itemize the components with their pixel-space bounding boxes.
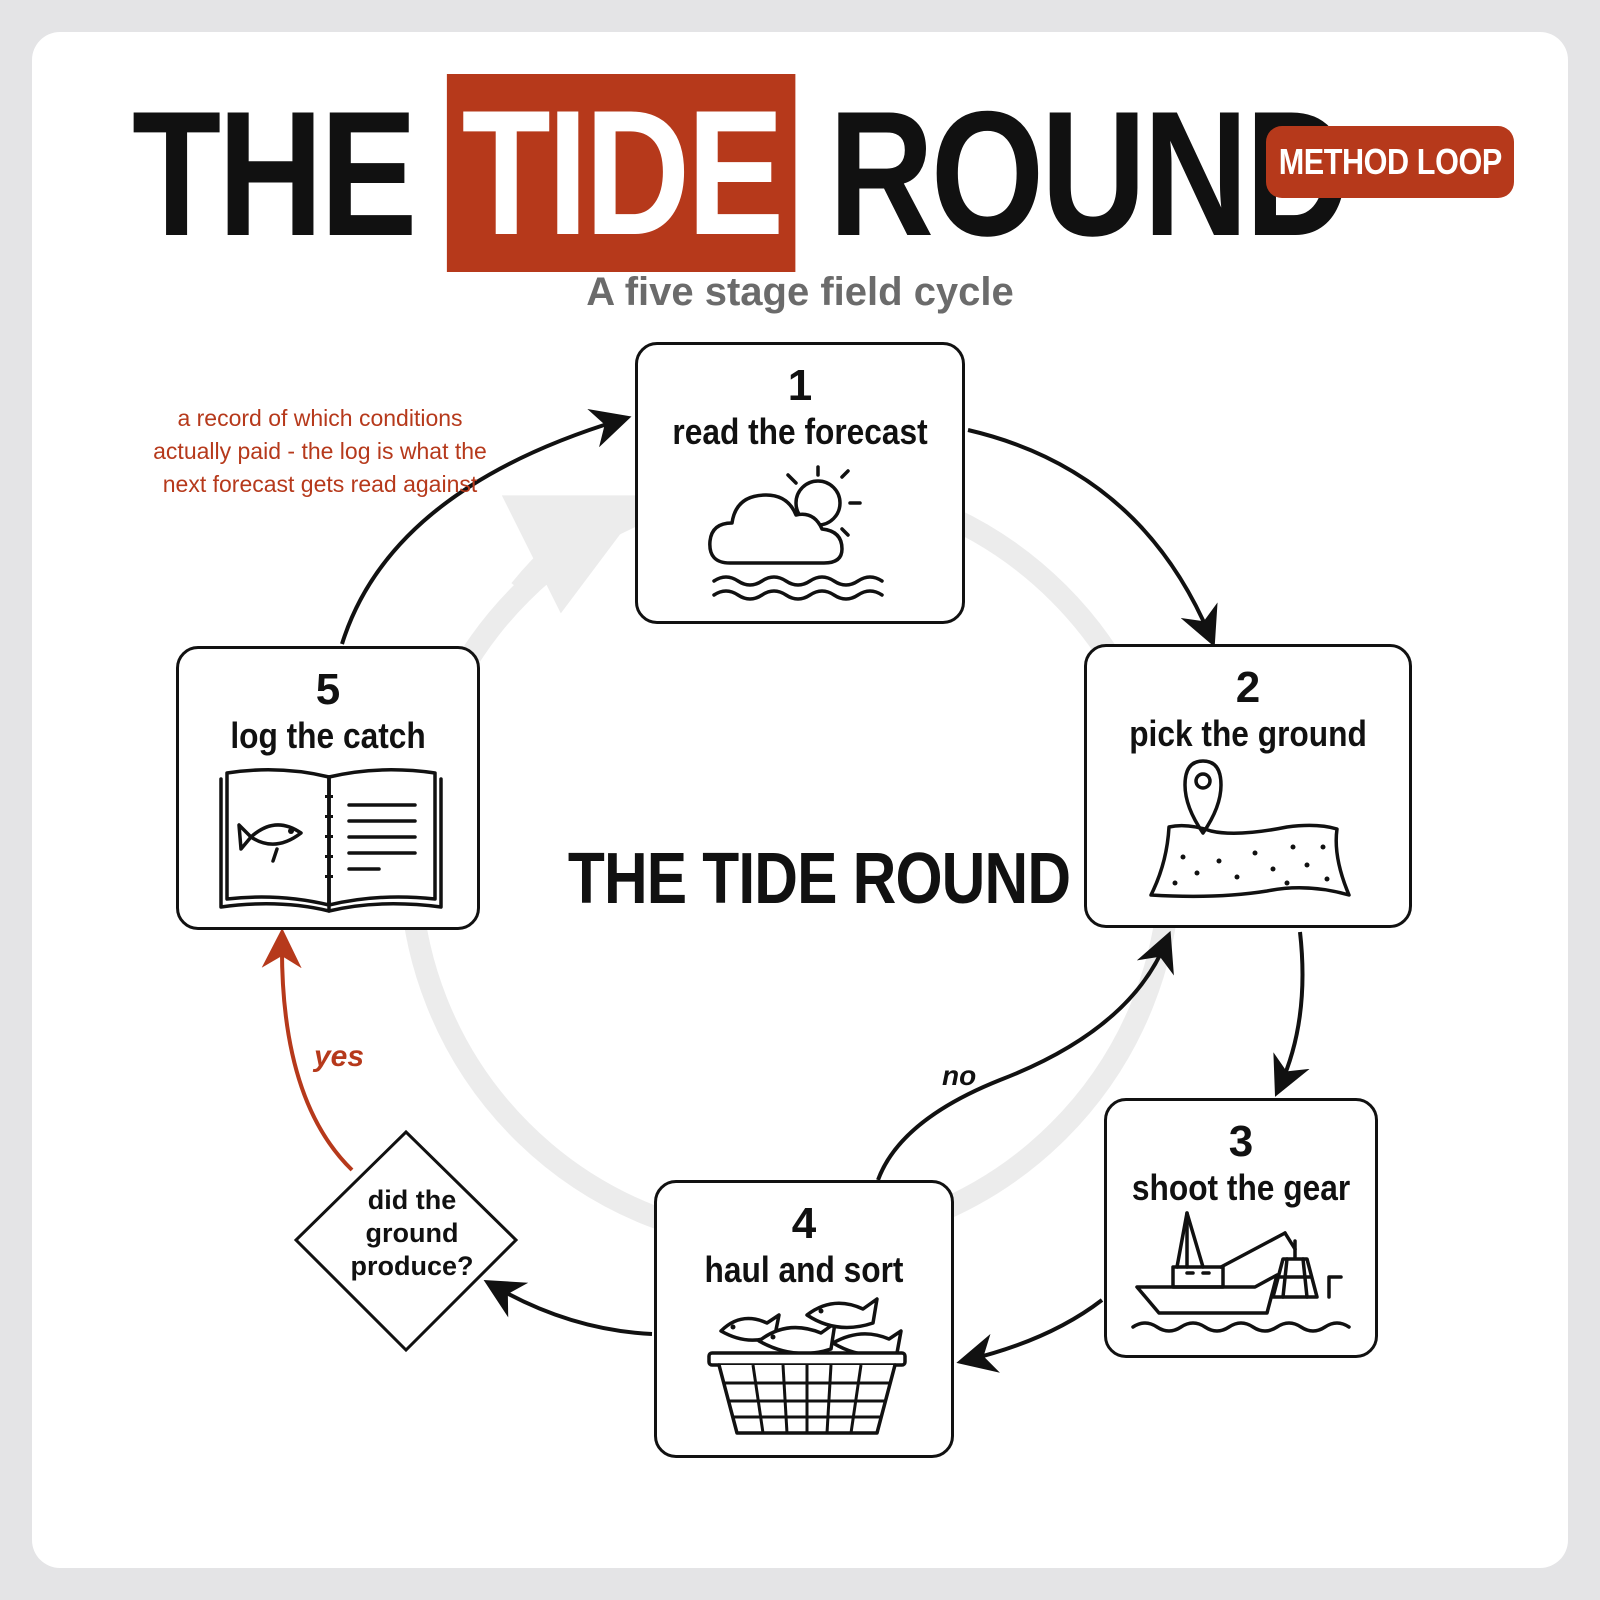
logbook-icon xyxy=(219,768,443,913)
stage-label: shoot the gear xyxy=(1131,1167,1351,1208)
title-word-tide: TIDE xyxy=(446,74,796,272)
stage-number: 1 xyxy=(787,361,813,410)
arrow-1-to-2 xyxy=(967,428,1218,648)
decision-question: did the ground produce? xyxy=(350,1185,474,1281)
stage-5-card: 5 log the catch xyxy=(176,646,480,930)
branch-label-no: no xyxy=(942,1060,977,1091)
stage-3-card: 3 shoot the gear xyxy=(1104,1098,1378,1358)
arrow-3-to-4 xyxy=(956,1298,1104,1373)
stage-number: 2 xyxy=(1235,663,1261,712)
branch-label-yes: yes xyxy=(314,1040,365,1073)
stage-2-card: 2 pick the ground xyxy=(1084,644,1412,928)
stage-label: pick the ground xyxy=(1129,713,1367,754)
fish-basket-icon xyxy=(707,1297,907,1435)
page-subtitle: A five stage field cycle xyxy=(586,270,1014,314)
log-note: a record of which conditions actually pa… xyxy=(153,405,487,497)
page-title: THE TIDE ROUND xyxy=(132,74,1351,273)
title-word-the: THE xyxy=(132,73,417,273)
stage-label: read the forecast xyxy=(672,411,928,452)
arrow-no-to-2 xyxy=(876,930,1174,1181)
map-pin-icon xyxy=(1149,759,1351,899)
cloud-sun-waves-icon xyxy=(708,465,884,601)
arrow-2-to-3 xyxy=(1273,931,1310,1097)
fishing-boat-icon xyxy=(1131,1211,1351,1333)
stage-1-card: 1 read the forecast xyxy=(635,342,965,624)
stage-number: 5 xyxy=(315,665,341,714)
background-ring-arrow xyxy=(501,495,650,614)
arrow-decision-yes-to-5 xyxy=(261,928,354,1172)
stage-4-card: 4 haul and sort xyxy=(654,1180,954,1458)
stage-number: 3 xyxy=(1228,1117,1254,1166)
stage-number: 4 xyxy=(791,1199,817,1248)
stage-label: haul and sort xyxy=(704,1249,904,1290)
decision-diamond xyxy=(293,1129,519,1353)
stage-label: log the catch xyxy=(230,715,426,756)
arrow-5-to-1 xyxy=(340,409,632,645)
arrow-4-to-decision xyxy=(483,1279,653,1336)
title-word-round: ROUND xyxy=(828,73,1351,273)
method-loop-badge: METHOD LOOP xyxy=(1266,126,1514,198)
center-title: THE TIDE ROUND xyxy=(567,839,1071,919)
